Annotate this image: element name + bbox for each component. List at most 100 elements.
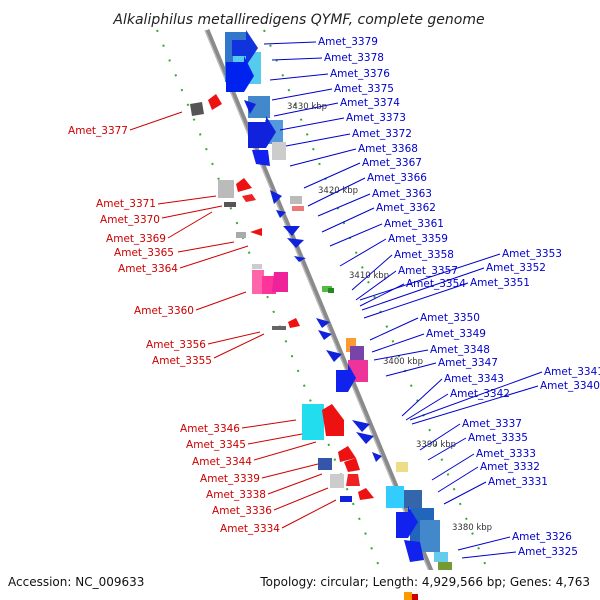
- gene-label[interactable]: Amet_3347: [438, 357, 498, 369]
- gene-feature: [330, 474, 344, 488]
- summary-text: Topology: circular; Length: 4,929,566 bp…: [259, 575, 590, 589]
- gene-feature: [252, 264, 262, 269]
- gene-label[interactable]: Amet_3378: [324, 52, 384, 64]
- gene-feature: [346, 338, 356, 352]
- gene-label[interactable]: Amet_3376: [330, 68, 390, 80]
- gene-label[interactable]: Amet_3345: [186, 439, 246, 451]
- gene-feature: [248, 96, 270, 118]
- gene-label[interactable]: Amet_3363: [372, 188, 432, 200]
- gene-feature: [404, 592, 412, 600]
- gene-label[interactable]: Amet_3332: [480, 461, 540, 473]
- gene-feature: [352, 420, 370, 432]
- gene-label[interactable]: Amet_3371: [96, 198, 156, 210]
- gene-label[interactable]: Amet_3374: [340, 97, 400, 109]
- gene-label[interactable]: Amet_3343: [444, 373, 504, 385]
- gene-label[interactable]: Amet_3337: [462, 418, 522, 430]
- gene-label[interactable]: Amet_3372: [352, 128, 412, 140]
- gene-feature: [294, 256, 306, 262]
- gene-label[interactable]: Amet_3373: [346, 112, 406, 124]
- gene-feature: [336, 364, 356, 392]
- gene-label[interactable]: Amet_3367: [362, 157, 422, 169]
- gene-label[interactable]: Amet_3334: [220, 523, 280, 535]
- gene-feature: [350, 346, 364, 360]
- gene-label[interactable]: Amet_3368: [358, 143, 418, 155]
- gene-label[interactable]: Amet_3356: [146, 339, 206, 351]
- gene-feature: [226, 56, 254, 92]
- gene-label[interactable]: Amet_3331: [488, 476, 548, 488]
- gene-feature: [208, 94, 222, 110]
- gene-label[interactable]: Amet_3342: [450, 388, 510, 400]
- map-title: Alkaliphilus metalliredigens QYMF, compl…: [112, 12, 484, 28]
- gene-label[interactable]: Amet_3348: [430, 344, 490, 356]
- gene-label[interactable]: Amet_3326: [512, 531, 572, 543]
- tick-label: 3390 kbp: [416, 440, 456, 450]
- gene-label[interactable]: Amet_3379: [318, 36, 378, 48]
- tick-label: 3400 kbp: [383, 357, 423, 367]
- gene-feature: [272, 142, 286, 160]
- gene-label[interactable]: Amet_3351: [470, 277, 530, 289]
- gene-feature: [396, 462, 408, 472]
- gene-feature: [322, 286, 332, 292]
- footer-bg: [0, 570, 600, 600]
- gene-feature: [250, 228, 262, 236]
- gene-feature: [326, 350, 342, 362]
- gene-label[interactable]: Amet_3333: [476, 448, 536, 460]
- gene-feature: [272, 326, 286, 330]
- tick-label: 3410 kbp: [349, 271, 389, 281]
- gene-label[interactable]: Amet_3377: [68, 125, 128, 137]
- gene-feature: [438, 562, 452, 570]
- gene-feature: [344, 458, 360, 472]
- gene-label[interactable]: Amet_3339: [200, 473, 260, 485]
- gene-label[interactable]: Amet_3340: [540, 380, 600, 392]
- gene-label[interactable]: Amet_3338: [206, 489, 266, 501]
- gene-feature: [242, 194, 256, 202]
- gene-label[interactable]: Amet_3346: [180, 423, 240, 435]
- gene-label[interactable]: Amet_3359: [388, 233, 448, 245]
- plus-strand-labels: [263, 41, 543, 559]
- gene-label[interactable]: Amet_3365: [114, 247, 174, 259]
- gene-label[interactable]: Amet_3353: [502, 248, 562, 260]
- gene-label[interactable]: Amet_3375: [334, 83, 394, 95]
- gene-label[interactable]: Amet_3350: [420, 312, 480, 324]
- gene-label[interactable]: Amet_3360: [134, 305, 194, 317]
- gene-label[interactable]: Amet_3366: [367, 172, 427, 184]
- gene-label[interactable]: Amet_3369: [106, 233, 166, 245]
- gene-feature: [276, 210, 286, 218]
- gene-feature: [272, 272, 288, 292]
- gene-feature: [340, 496, 352, 502]
- gene-label[interactable]: Amet_3362: [376, 202, 436, 214]
- gene-feature: [236, 232, 246, 238]
- gene-feature: [252, 270, 264, 294]
- gene-feature: [292, 206, 304, 211]
- gene-label[interactable]: Amet_3364: [118, 263, 178, 275]
- gene-feature: [404, 490, 422, 508]
- gene-feature: [190, 102, 204, 116]
- gene-label[interactable]: Amet_3352: [486, 262, 546, 274]
- gene-label[interactable]: Amet_3344: [192, 456, 252, 468]
- gene-label[interactable]: Amet_3361: [384, 218, 444, 230]
- gene-label[interactable]: Amet_3341: [544, 366, 600, 378]
- gene-label[interactable]: Amet_3370: [100, 214, 160, 226]
- gene-feature: [434, 552, 448, 562]
- gene-feature: [412, 594, 418, 600]
- gene-feature: [346, 474, 360, 486]
- gene-feature: [420, 520, 440, 552]
- gene-feature: [386, 486, 404, 508]
- plus-label-texts: Amet_3379 Amet_3378 Amet_3376 Amet_3375 …: [318, 36, 600, 558]
- gene-feature: [288, 318, 300, 328]
- gene-label[interactable]: Amet_3336: [212, 505, 272, 517]
- gene-label[interactable]: Amet_3325: [518, 546, 578, 558]
- gene-feature: [232, 30, 258, 66]
- gene-label[interactable]: Amet_3335: [468, 432, 528, 444]
- gene-feature: [372, 452, 382, 462]
- gene-feature: [322, 404, 344, 436]
- gene-label[interactable]: Amet_3358: [394, 249, 454, 261]
- gene-label[interactable]: Amet_3357: [398, 265, 458, 277]
- gene-feature: [287, 238, 304, 248]
- gene-label[interactable]: Amet_3349: [426, 328, 486, 340]
- gene-label[interactable]: Amet_3355: [152, 355, 212, 367]
- gene-feature: [248, 116, 276, 148]
- gene-label[interactable]: Amet_3354: [406, 278, 466, 290]
